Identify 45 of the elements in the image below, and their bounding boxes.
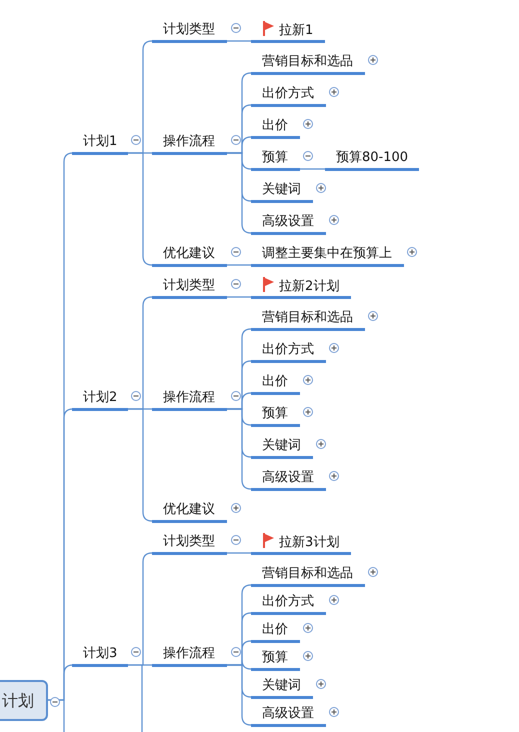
topic-label: 高级设置 [251, 469, 326, 491]
topic-label [251, 277, 351, 299]
topic-label: 优化建议 [152, 245, 227, 267]
topic-label: 调整主要集中在预算上 [251, 245, 404, 267]
topic-label: 出价方式 [251, 341, 326, 363]
topic-label: 关键词 [251, 437, 313, 459]
topic-label: 营销目标和选品 [251, 565, 365, 587]
topic-label: 计划类型 [152, 533, 227, 555]
topic-label: 操作流程 [152, 389, 227, 411]
topic-label [251, 533, 351, 555]
root-topic-box: 计划 [0, 680, 48, 721]
topic-text: 拉新1 [279, 23, 314, 38]
topic-label: 出价方式 [251, 593, 326, 615]
topic-label: 预算 [251, 649, 300, 671]
topic-label: 高级设置 [251, 213, 326, 235]
topic-label: 预算 [251, 149, 300, 171]
topic-label: 计划类型 [152, 21, 227, 43]
topic-label: 优化建议 [152, 501, 227, 523]
topic-text: 拉新3计划 [279, 535, 340, 550]
topic-label: 计划类型 [152, 277, 227, 299]
topic-label [251, 21, 325, 43]
topic-label: 预算80-100 [325, 149, 419, 171]
connector-line [227, 264, 251, 266]
connector-line [128, 664, 152, 666]
topic-label: 计划1 [72, 133, 128, 155]
topic-label: 出价 [251, 373, 300, 395]
topic-label: 操作流程 [152, 645, 227, 667]
topic-label: 营销目标和选品 [251, 53, 365, 75]
topic-label: 关键词 [251, 677, 313, 699]
topic-label: 计划2 [72, 389, 128, 411]
topic-label: 预算 [251, 405, 300, 427]
topic-label: 计划3 [72, 645, 128, 667]
connector-line [300, 168, 325, 170]
connector-line [227, 552, 251, 554]
topic-label: 出价 [251, 117, 300, 139]
topic-label: 出价方式 [251, 85, 326, 107]
topic-label: 营销目标和选品 [251, 309, 365, 331]
topic-label: 操作流程 [152, 133, 227, 155]
connector-line [48, 664, 74, 701]
topic-label: 出价 [251, 621, 300, 643]
topic-label: 关键词 [251, 181, 313, 203]
topic-label: 高级设置 [251, 705, 326, 727]
topic-text: 拉新2计划 [279, 279, 340, 294]
connector-line [227, 296, 251, 298]
connector-line [227, 40, 251, 42]
